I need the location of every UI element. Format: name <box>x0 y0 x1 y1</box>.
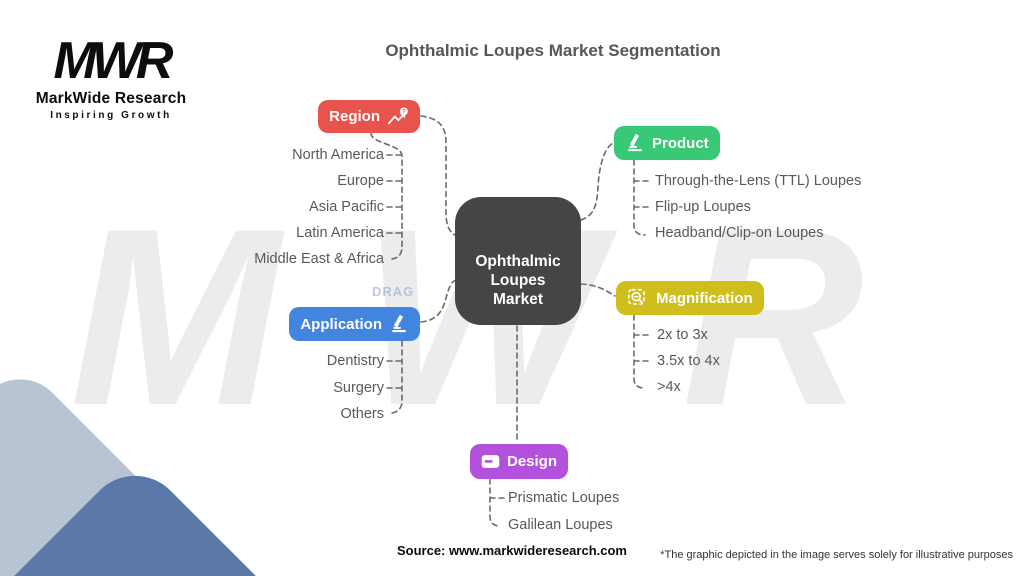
badge-product-label: Product <box>652 134 709 152</box>
center-node-line: Loupes <box>490 271 546 289</box>
magnifier-select-icon <box>628 288 645 305</box>
drag-hint-text: DRAG <box>372 284 415 299</box>
segment-item-region: North America <box>292 147 384 163</box>
center-node-ophthalmic-loupes-market[interactable]: Ophthalmic Loupes Market <box>455 197 581 325</box>
segment-item-design: Galilean Loupes <box>508 517 613 533</box>
segment-item-region: Middle East & Africa <box>254 251 384 267</box>
segment-item-product: Through-the-Lens (TTL) Loupes <box>655 173 862 189</box>
center-node-line: Ophthalmic <box>475 252 561 270</box>
badge-design[interactable]: Design <box>470 444 569 479</box>
center-node-line: Market <box>493 290 543 308</box>
logo-mark: MWR <box>53 32 174 90</box>
badge-region-label: Region <box>329 108 380 125</box>
segment-item-magnification: 2x to 3x <box>657 327 708 343</box>
disclaimer-text: *The graphic depicted in the image serve… <box>660 549 1013 561</box>
card-icon <box>481 455 500 468</box>
microscope-icon <box>392 315 406 333</box>
page-title: Ophthalmic Loupes Market Segmentation <box>385 41 721 60</box>
svg-text:?: ? <box>402 108 406 115</box>
badge-application[interactable]: Application <box>289 307 420 341</box>
segment-item-region: Latin America <box>296 225 384 241</box>
badge-magnification-label: Magnification <box>656 289 753 307</box>
segment-item-magnification: 3.5x to 4x <box>657 353 720 369</box>
microscope-icon <box>628 134 642 152</box>
connector-application <box>386 279 457 414</box>
segment-item-application: Dentistry <box>326 353 384 369</box>
chart-question-icon: ? <box>387 106 408 124</box>
connector-magnification <box>580 283 651 389</box>
segment-item-product: Headband/Clip-on Loupes <box>655 225 824 241</box>
segment-item-application: Surgery <box>333 380 384 396</box>
segment-item-product: Flip-up Loupes <box>655 199 751 215</box>
badge-magnification[interactable]: Magnification <box>616 281 764 315</box>
connector-product <box>580 142 651 236</box>
logo-tagline: Inspiring Growth <box>50 110 172 121</box>
badge-product[interactable]: Product <box>614 126 720 160</box>
badge-application-label: Application <box>300 315 382 333</box>
logo-name: MarkWide Research <box>35 90 187 107</box>
connector-design <box>489 325 518 527</box>
badge-design-label: Design <box>507 453 558 470</box>
segment-item-magnification: >4x <box>657 379 681 395</box>
badge-region[interactable]: Region ? <box>318 100 420 133</box>
segment-item-region: Asia Pacific <box>309 199 384 215</box>
segment-item-region: Europe <box>337 173 384 189</box>
connector-region <box>370 115 458 260</box>
segment-item-design: Prismatic Loupes <box>508 490 620 506</box>
segment-item-application: Others <box>340 406 384 422</box>
markwide-logo: MWR MarkWide Research Inspiring Growth <box>33 34 189 121</box>
source-text: Source: www.markwideresearch.com <box>396 543 627 558</box>
